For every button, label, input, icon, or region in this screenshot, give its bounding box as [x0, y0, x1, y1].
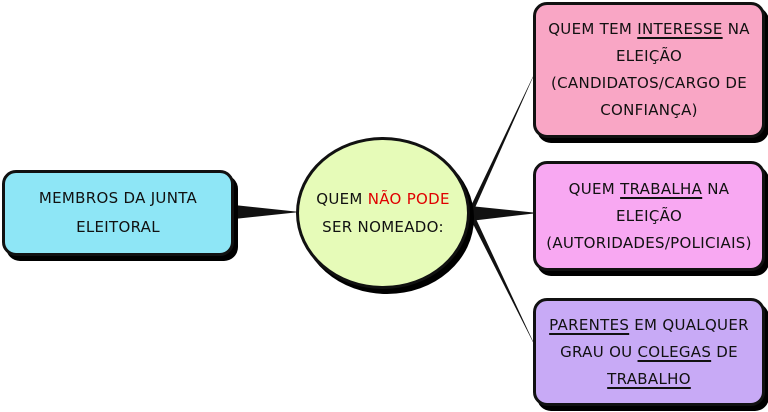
branch3-l1-post: EM QUALQUER — [629, 315, 749, 334]
branch3-l2-post: DE — [711, 342, 738, 361]
branch1-l3: (CANDIDATOS/CARGO DE — [550, 74, 748, 92]
center-text-highlight: NÃO PODE — [367, 190, 450, 208]
connector-center-box2 — [470, 206, 538, 221]
left-node-line1: MEMBROS DA JUNTA — [38, 189, 198, 207]
branch3-l1-underlined: PARENTES — [549, 315, 630, 334]
branch1-l4: CONFIANÇA) — [600, 101, 698, 119]
connector-center-box1 — [470, 66, 538, 219]
node-membros-junta-eleitoral: MEMBROS DA JUNTA ELEITORAL — [2, 170, 234, 256]
connector-center-box3 — [470, 206, 538, 352]
branch2-l1-post: NA — [702, 179, 730, 198]
branch2-l1-pre: QUEM — [568, 179, 621, 198]
branch2-l2: ELEIÇÃO — [615, 206, 683, 225]
branch1-l2: ELEIÇÃO — [615, 47, 683, 65]
node-quem-trabalha: QUEM TRABALHA NA ELEIÇÃO (AUTORIDADES/PO… — [533, 161, 765, 271]
connector-left-center — [234, 205, 300, 219]
branch1-l1-pre: QUEM TEM — [548, 20, 638, 38]
node-quem-nao-pode-ser-nomeado: QUEM NÃO PODE SER NOMEADO: — [296, 137, 470, 289]
branch1-l1-underlined: INTERESSE — [637, 20, 723, 38]
branch3-l2-underlined: COLEGAS — [637, 342, 712, 361]
branch2-l3: (AUTORIDADES/POLICIAIS) — [546, 233, 752, 252]
branch3-l3-underlined: TRABALHO — [607, 369, 691, 388]
node-parentes-colegas: PARENTES EM QUALQUER GRAU OU COLEGAS DE … — [533, 298, 765, 406]
node-quem-tem-interesse: QUEM TEM INTERESSE NA ELEIÇÃO (CANDIDATO… — [533, 2, 765, 138]
center-text-part1: QUEM — [316, 190, 368, 208]
branch2-l1-underlined: TRABALHA — [620, 179, 703, 198]
branch3-l2-pre: GRAU OU — [560, 342, 638, 361]
center-text-part2: SER NOMEADO: — [322, 218, 444, 236]
left-node-line2: ELEITORAL — [76, 218, 160, 236]
branch1-l1-post: NA — [722, 20, 750, 38]
